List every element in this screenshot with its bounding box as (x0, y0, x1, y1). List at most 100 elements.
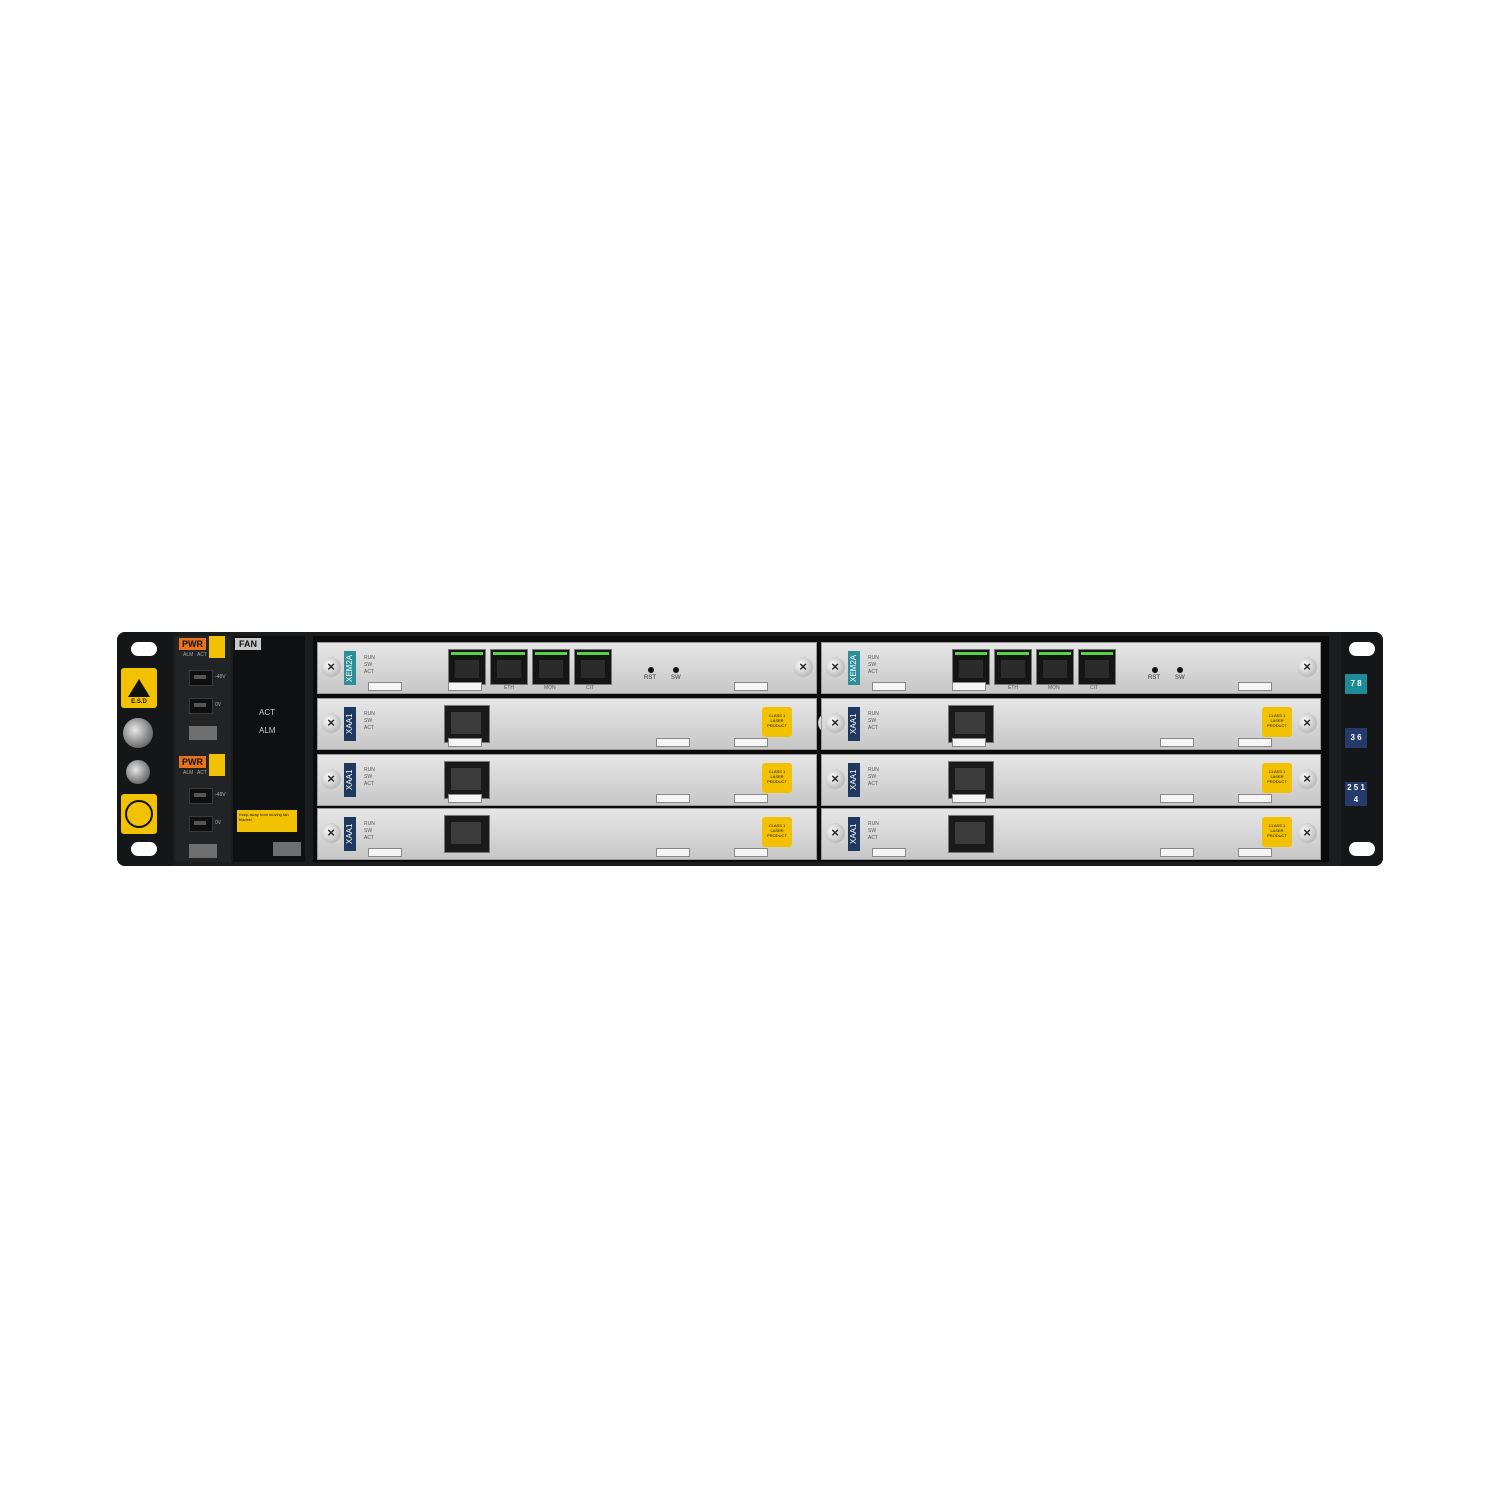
sfp-optical-port[interactable] (948, 705, 994, 743)
power-unit-1[interactable]: PWR ALM ACT -48V 0V (175, 636, 231, 744)
card-ejector-latch[interactable] (872, 682, 906, 691)
card-led-group: RUN SW ACT (868, 767, 879, 788)
captive-screw-icon[interactable]: × (321, 769, 341, 789)
control-card[interactable]: × XEM2A RUN SW ACT ETH MON CIT RST SW × (317, 642, 817, 694)
grounding-knob[interactable] (123, 718, 153, 748)
sfp-optical-port[interactable] (444, 705, 490, 743)
power-unit-2[interactable]: PWR ALM ACT -48V 0V (175, 754, 231, 862)
captive-screw-icon[interactable]: × (1297, 713, 1317, 733)
rj45-port[interactable] (994, 649, 1032, 685)
eth-port-label: ETH (1008, 685, 1018, 691)
card-ejector-latch[interactable] (448, 794, 482, 803)
card-name-tag: XAA1 (344, 763, 356, 797)
rj45-port[interactable] (952, 649, 990, 685)
card-ejector-latch[interactable] (1160, 794, 1194, 803)
line-card[interactable]: × XAA1 RUN SW ACT CLASS 1 LASER PRODUCT (317, 754, 817, 806)
rj45-port[interactable] (1036, 649, 1074, 685)
captive-screw-icon[interactable]: × (321, 823, 341, 843)
line-card[interactable]: × XAA1 RUN SW ACT CLASS 1 LASER PRODUCT … (821, 808, 1321, 860)
warning-sticker-icon (209, 754, 225, 776)
voltage-label: -48V (215, 674, 226, 680)
switch-button[interactable] (673, 667, 679, 673)
power-unit-handle[interactable] (189, 844, 217, 858)
card-ejector-latch[interactable] (1238, 682, 1272, 691)
sfp-optical-port[interactable] (444, 815, 490, 853)
card-ejector-latch[interactable] (1160, 848, 1194, 857)
switch-button[interactable] (1177, 667, 1183, 673)
fan-tray[interactable]: FAN ACT ALM Keep away from moving fan bl… (233, 636, 305, 862)
captive-screw-icon[interactable]: × (1297, 823, 1317, 843)
mon-port-label: MON (544, 685, 556, 691)
card-led-group: RUN SW ACT (364, 655, 375, 676)
card-ejector-latch[interactable] (952, 794, 986, 803)
card-ejector-latch[interactable] (734, 848, 768, 857)
run-led-label: RUN (868, 655, 879, 661)
line-card[interactable]: × XAA1 RUN SW ACT CLASS 1 LASER PRODUCT (317, 808, 817, 860)
right-rack-ear: 7 8 3 6 2 5 1 4 (1341, 632, 1383, 866)
captive-screw-icon[interactable]: × (1297, 769, 1317, 789)
card-name-tag: XAA1 (344, 707, 356, 741)
card-ejector-latch[interactable] (1160, 738, 1194, 747)
card-ejector-latch[interactable] (734, 682, 768, 691)
card-ejector-latch[interactable] (656, 848, 690, 857)
sfp-optical-port[interactable] (948, 815, 994, 853)
sfp-optical-port[interactable] (444, 761, 490, 799)
captive-screw-icon[interactable]: × (321, 657, 341, 677)
slot-map-label: 7 8 (1345, 674, 1367, 694)
sfp-optical-port[interactable] (948, 761, 994, 799)
cit-port-label: CIT (586, 685, 595, 691)
mounting-hole (1349, 642, 1375, 656)
card-ejector-latch[interactable] (952, 738, 986, 747)
voltage-label: 0V (215, 820, 222, 826)
captive-screw-icon[interactable]: × (1297, 657, 1317, 677)
rj45-port[interactable] (490, 649, 528, 685)
card-ejector-latch[interactable] (1238, 738, 1272, 747)
captive-screw-icon[interactable]: × (825, 823, 845, 843)
alm-led-label: ALM (183, 652, 194, 658)
power-socket-neg48v[interactable] (189, 670, 213, 686)
card-led-group: RUN SW ACT (364, 711, 375, 732)
card-ejector-latch[interactable] (368, 848, 402, 857)
line-card[interactable]: × XAA1 RUN SW ACT CLASS 1 LASER PRODUCT … (821, 754, 1321, 806)
eth-port-label: ETH (504, 685, 514, 691)
card-ejector-latch[interactable] (1238, 848, 1272, 857)
captive-screw-icon[interactable]: × (825, 657, 845, 677)
ground-label (121, 794, 157, 834)
power-unit-handle[interactable] (189, 726, 217, 740)
card-ejector-latch[interactable] (952, 682, 986, 691)
laser-warning-text: CLASS 1 LASER PRODUCT (767, 713, 787, 728)
pwr-badge: PWR (179, 638, 206, 650)
card-ejector-latch[interactable] (448, 738, 482, 747)
card-ejector-latch[interactable] (448, 682, 482, 691)
card-ejector-latch[interactable] (872, 848, 906, 857)
card-ejector-latch[interactable] (368, 682, 402, 691)
reset-button[interactable] (1152, 667, 1158, 673)
rj45-port[interactable] (574, 649, 612, 685)
card-ejector-latch[interactable] (734, 738, 768, 747)
card-ejector-latch[interactable] (734, 794, 768, 803)
rj45-port[interactable] (532, 649, 570, 685)
power-socket-neg48v[interactable] (189, 788, 213, 804)
card-ejector-latch[interactable] (656, 794, 690, 803)
captive-screw-icon[interactable]: × (825, 769, 845, 789)
card-ejector-latch[interactable] (1238, 794, 1272, 803)
rj45-port[interactable] (1078, 649, 1116, 685)
captive-screw-icon[interactable]: × (321, 713, 341, 733)
card-name-tag: XAA1 (848, 707, 860, 741)
laser-warning-text: CLASS 1 LASER PRODUCT (767, 769, 787, 784)
antistatic-jack[interactable] (126, 760, 150, 784)
captive-screw-icon[interactable]: × (793, 657, 813, 677)
power-socket-0v[interactable] (189, 698, 213, 714)
laser-warning-label: CLASS 1 LASER PRODUCT (762, 707, 792, 737)
line-card[interactable]: × XAA1 RUN SW ACT CLASS 1 LASER PRODUCT … (821, 698, 1321, 750)
rj45-port[interactable] (448, 649, 486, 685)
reset-button[interactable] (648, 667, 654, 673)
captive-screw-icon[interactable]: × (825, 713, 845, 733)
power-socket-0v[interactable] (189, 816, 213, 832)
sw-led-label: SW (868, 662, 877, 668)
card-ejector-latch[interactable] (656, 738, 690, 747)
fan-tray-handle[interactable] (273, 842, 301, 856)
sw-led-label: SW (364, 774, 373, 780)
line-card[interactable]: × XAA1 RUN SW ACT CLASS 1 LASER PRODUCT … (317, 698, 838, 750)
control-card[interactable]: × XEM2A RUN SW ACT ETH MON CIT RST SW × (821, 642, 1321, 694)
